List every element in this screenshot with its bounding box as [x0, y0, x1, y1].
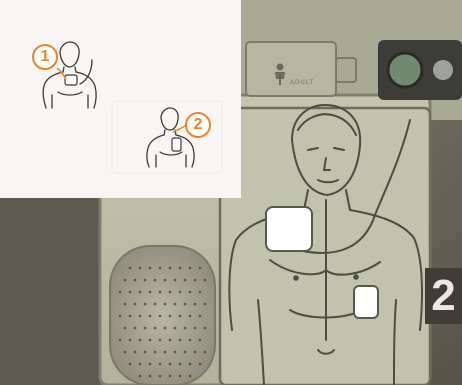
pad-lower-left-side [354, 286, 378, 318]
adult-label: ADULT [290, 80, 314, 86]
pad-upper-right-chest [266, 207, 312, 251]
step-2-marker: 2 [185, 112, 211, 138]
person-icon [270, 62, 290, 86]
step-1-marker: 1 [32, 44, 58, 70]
step-number-badge: 2 [425, 268, 462, 324]
figure-step-1 [0, 0, 241, 198]
pad-placement-instructions: 1 2 [0, 0, 241, 198]
